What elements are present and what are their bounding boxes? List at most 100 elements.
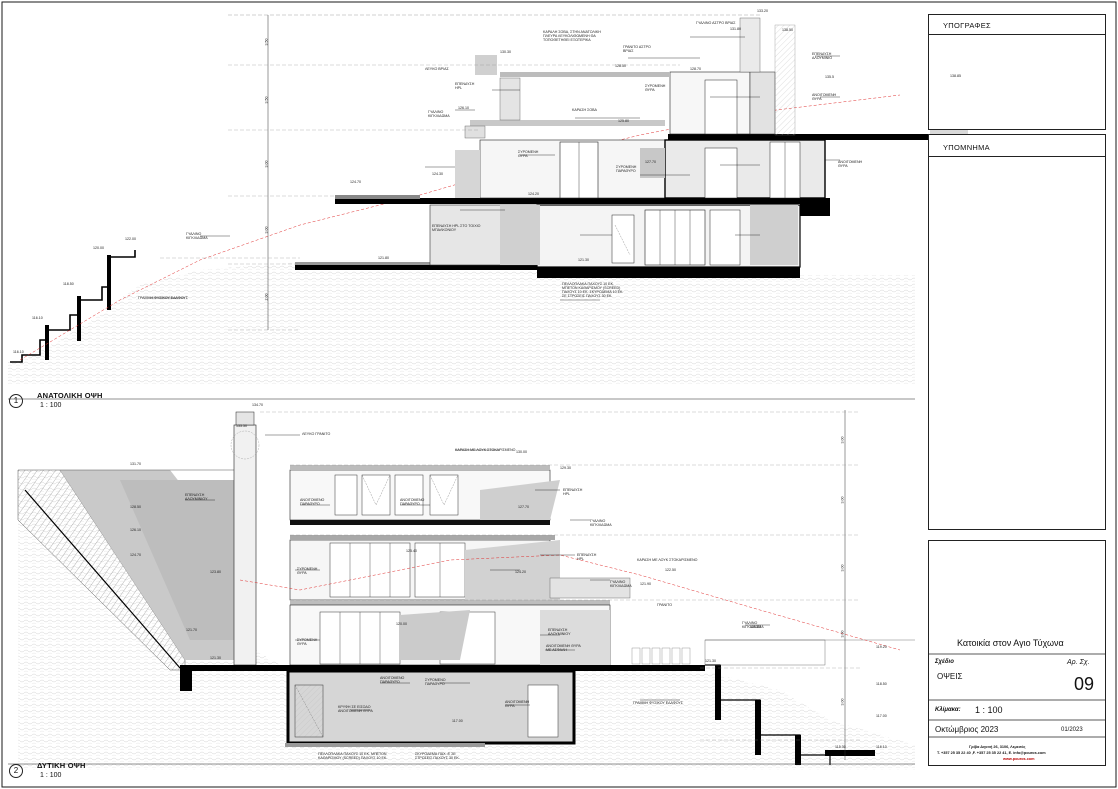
west-annotation: ΓΥΑΛΙΝΟ ΚΙΓΚΛΙΔΩΜΑ [610, 580, 632, 588]
west-level: 127.70 [518, 505, 529, 509]
west-level: 133.50 [236, 424, 247, 428]
west-annotation: ΓΥΑΛΙΝΟ ΚΙΓΚΛΙΔΩΜΑ [742, 621, 764, 629]
west-level: 117.00 [452, 719, 463, 723]
west-level: 121.30 [210, 656, 221, 660]
east-earth-hatch [8, 262, 915, 385]
west-annotation: ΓΡΑΜΜΗ ΦΥΣΙΚΟΥ ΕΔΑΦΟΥΣ [633, 701, 684, 705]
east-annotation: ΓΥΑΛΙΝΟ ΚΙΓΚΛΙΔΩΜΑ [428, 110, 450, 118]
west-level: 121.70 [186, 628, 197, 632]
signatures-panel: ΥΠΟΓΡΑΦΕΣ [928, 14, 1106, 130]
west-annotation: ΑΝΟΙΓΟΜΕΝΟ ΠΑΡΑΘΥΡΟ [380, 676, 405, 684]
west-level: 123.80 [210, 570, 221, 574]
west-dim: 3.00 [840, 496, 845, 504]
east-level: 124.30 [432, 172, 443, 176]
west-annotation: ΠΕΛΛΟΠΛΑΚΑ ΠΑΧΟΥΣ 10 ΕΚ. ΜΠΕΤΟΝ ΚΑΘΑΡΙΣΜ… [318, 752, 388, 760]
west-annotation: ΣΥΡΟΜΕΝΗ ΘΥΡΑ [297, 638, 318, 646]
east-level: 120.00 [93, 246, 104, 250]
west-level: 124.20 [515, 570, 526, 574]
west-view-scale: 1 : 100 [40, 772, 62, 779]
west-annotation: ΓΥΑΛΙΝΟ ΚΙΓΚΛΙΔΩΜΑ [590, 519, 612, 527]
east-level: 135.5 [825, 75, 834, 79]
west-earth-hatch [18, 470, 915, 770]
east-terrace-walls [10, 250, 136, 363]
west-level: 117.00 [876, 714, 887, 718]
east-annotation: ΓΥΑΛΙΝΟ ΚΙΓΚΛΙΔΩΜΑ [186, 232, 208, 240]
west-basement [286, 669, 576, 745]
west-level: 124.70 [130, 553, 141, 557]
west-elevation [8, 410, 915, 770]
east-annotation: ΣΥΡΟΜΕΝΗ ΠΑΡΑΘΥΡΟ [616, 165, 637, 173]
west-view-title: ΔΥΤΙΚΗ ΟΨΗ [37, 761, 86, 770]
west-level: 131.70 [130, 462, 141, 466]
title-block: Κατοικία στον Αγιο Τύχωνα Σχέδιο ΟΨΕΙΣ Α… [928, 540, 1106, 766]
east-level: 125.80 [618, 119, 629, 123]
east-level: 127.70 [645, 160, 656, 164]
drawing-number-label: Αρ. Σχ. [1067, 659, 1090, 666]
west-annotation: ΕΠΕΝΔΥΣΗ ΑΛΟΥΜΙΝΙΟΥ [548, 628, 571, 636]
west-level: 128.50 [130, 505, 141, 509]
east-view-title: ΑΝΑΤΟΛΙΚΗ ΟΨΗ [37, 391, 103, 400]
east-annotation: ΑΝΟΙΓΟΜΕΝΗ ΘΥΡΑ [838, 160, 863, 168]
east-view-scale: 1 : 100 [40, 402, 62, 409]
west-level: 120.00 [750, 625, 761, 629]
east-level: 130.30 [500, 50, 511, 54]
west-ground-line [239, 554, 901, 651]
east-level: 138.50 [782, 28, 793, 32]
east-level: 121.80 [378, 256, 389, 260]
east-level: 138.85 [950, 74, 961, 78]
east-annotation: ΣΥΡΟΜΕΝΗ ΘΥΡΑ [645, 84, 666, 92]
east-dim: 3.50 [264, 38, 269, 46]
west-dim: 3.00 [840, 436, 845, 444]
west-dim: 3.00 [840, 564, 845, 572]
west-level: 125.40 [406, 549, 417, 553]
east-view-number: 1 [9, 394, 23, 408]
west-dim: 3.00 [840, 698, 845, 706]
west-level: 122.50 [665, 568, 676, 572]
east-annotation: ΣΥΡΟΜΕΝΗ ΘΥΡΑ [518, 150, 539, 158]
office-contacts: Τ. +357 25 35 22 40 ,F. +357 25 35 22 41… [937, 751, 1046, 755]
signatures-title: ΥΠΟΓΡΑΦΕΣ [943, 21, 991, 30]
scale-value: 1 : 100 [975, 705, 1003, 715]
east-level: 128.50 [615, 64, 626, 68]
west-level: 129.30 [560, 466, 571, 470]
east-level: 128.70 [690, 67, 701, 71]
east-level: 124.20 [528, 192, 539, 196]
east-dim: 3.00 [264, 226, 269, 234]
east-mid-slab [335, 198, 830, 204]
east-annotation: ΑΝΟΙΓΟΜΕΝΗ ΘΥΡΑ [812, 93, 837, 101]
east-level: 121.30 [578, 258, 589, 262]
project-name: Κατοικία στον Αγιο Τύχωνα [957, 638, 1064, 648]
east-dim: 3.50 [264, 96, 269, 104]
west-level: 120.00 [396, 622, 407, 626]
west-annotation: ΑΝΟΙΓΟΜΕΝΗ ΘΥΡΑ ΜΕ ΑΣΦΑΛΗ [546, 644, 581, 652]
legend-panel: ΥΠΟΜΝΗΜΑ [928, 134, 1106, 530]
east-dim: 2.00 [264, 293, 269, 301]
east-level: 126.10 [458, 106, 469, 110]
east-level: 124.70 [350, 180, 361, 184]
west-level: 121.30 [705, 659, 716, 663]
east-elevation [8, 14, 1031, 400]
east-level: 116.10 [32, 316, 43, 320]
title-block-lines [928, 653, 1106, 738]
east-annotation: ΓΡΑΜΜΗ ΦΥΣΙΚΟΥ ΕΔΑΦΟΥΣ [138, 296, 189, 300]
east-annotation: ΚΑΡΑΣΗ ΣΟΒΑ [572, 108, 597, 112]
west-annotation: ΣΥΡΟΜΕΝΗ ΘΥΡΑ [297, 567, 318, 575]
west-level: 121.90 [640, 582, 651, 586]
east-level: 118.50 [63, 282, 74, 286]
east-annotation: ΛΕΥΚΟ ΒΡΙΑΣ [425, 67, 449, 71]
west-annotation: ΕΠΕΝΔΥΣΗ HPL [563, 488, 583, 496]
west-annotation: ΣΥΡΟΜΕΝΟ ΠΑΡΑΘΥΡΟ [425, 678, 446, 686]
west-annotation: ΣΚΥΡΟΔΕΜΑ ΠΑΧ. 8' ΣΕ ΣΤΡΩΣΕΙΣ ΠΑΧΟΥΣ 30 … [415, 752, 460, 760]
east-annotation: ΓΥΑΛΙΝΟ ΑΣΤΡΟ ΒΡΙΑΣ [696, 21, 736, 25]
west-level: 115.30 [835, 745, 846, 749]
east-annotation: ΕΠΕΝΔΥΣΗ HPL ΣΤΟ ΤΟΙΧΙΟ ΜΠΑΛΚΟΝΙΟΥ [432, 224, 481, 232]
date: Οκτώμβριος 2023 [935, 725, 999, 734]
west-annotation: ΚΑΡΑΣΗ ΜΕ ΛΟΥΚ ΣΤΟΚΑΡΙΣΜΕΝΟ [455, 448, 516, 452]
west-annotation: ΑΝΟΙΓΟΜΕΝΟ ΠΑΡΑΘΥΡΟ [400, 498, 425, 506]
east-upper-slab [668, 134, 968, 140]
west-annotation: ΑΝΟΙΓΟΜΕΝΟ ΠΑΡΑΘΥΡΟ [300, 498, 325, 506]
office-website: www.pouros.com [1003, 757, 1035, 761]
east-annotation: ΚΑΡΑΛΗ ΣΟΒΑ, ΣΤΗΝ ΑΝΑΤΟΛΙΚΗ ΠΛΕΥΡΑ ΛΕΥΚΟ… [543, 30, 601, 42]
east-dim: 3.00 [264, 160, 269, 168]
